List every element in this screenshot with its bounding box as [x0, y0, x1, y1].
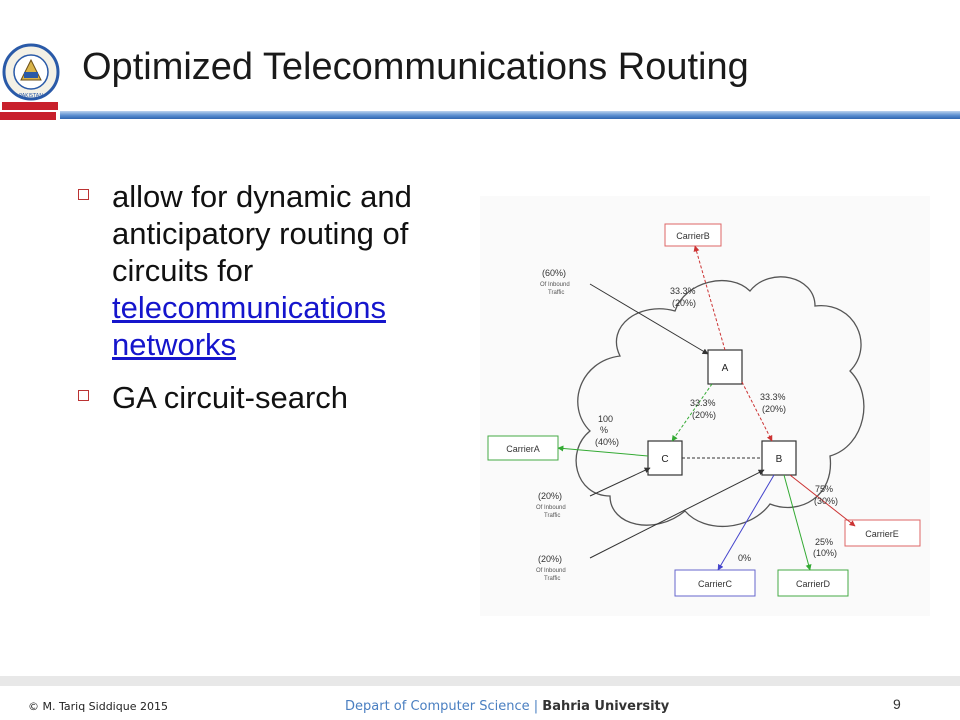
label-bd-pct: 25% [815, 537, 833, 547]
label-be-sub: (30%) [814, 496, 838, 506]
label-bc-pct: 0% [738, 553, 751, 563]
carrier-b-label: CarrierB [676, 231, 710, 241]
bullet-item: allow for dynamic and anticipatory routi… [78, 178, 480, 363]
footer-copyright: © M. Tariq Siddique 2015 [28, 700, 168, 713]
node-b-label: B [776, 454, 783, 465]
label-ac-pct: 33.3% [690, 398, 716, 408]
link-a-carrierb [693, 245, 726, 351]
inbound-2-line2: Traffic [544, 513, 560, 519]
node-a-box [707, 349, 743, 385]
inbound-3-line1: Of Inbound [536, 568, 566, 574]
footer-department: Depart of Computer Science [345, 699, 530, 714]
carrier-d-label: CarrierD [796, 579, 831, 589]
inbound-1-line1: Of Inbound [540, 282, 570, 288]
link-b-carrierc [717, 474, 775, 571]
network-cloud [575, 276, 865, 528]
bullet-square-icon [78, 189, 89, 200]
inbound-2-line1: Of Inbound [536, 505, 566, 511]
page-number: 9 [893, 696, 901, 712]
label-top-pct: 33.3% [670, 286, 696, 296]
label-ab-pct: 33.3% [760, 392, 786, 402]
footer-separator: | [529, 699, 543, 714]
label-be-pct: 75% [815, 484, 833, 494]
title-underline-accent [0, 112, 56, 120]
label-ac-sub: (20%) [692, 410, 716, 420]
bullet-item: GA circuit-search [78, 379, 480, 416]
inbound-arrow-b [589, 469, 765, 559]
node-a-label: A [722, 363, 729, 374]
label-top-sub: (20%) [672, 298, 696, 308]
carrier-c-box [674, 569, 756, 597]
slide-title: Optimized Telecommunications Routing [82, 46, 749, 88]
bullet-text: GA circuit-search [112, 380, 349, 415]
label-bd-sub: (10%) [813, 548, 837, 558]
inbound-1-pct: (60%) [542, 268, 566, 278]
bullet-square-icon [78, 390, 89, 401]
link-c-carriera [557, 445, 649, 457]
inbound-3-line2: Traffic [544, 576, 560, 582]
inbound-3-pct: (20%) [538, 554, 562, 564]
footer-divider [0, 676, 960, 686]
carrier-e-box [844, 519, 921, 547]
bullet-list: allow for dynamic and anticipatory routi… [78, 178, 480, 432]
title-underline [60, 111, 960, 119]
label-ca-mid: % [600, 425, 608, 435]
footer-affiliation: Depart of Computer Science | Bahria Univ… [345, 699, 669, 714]
link-b-carrierd [783, 474, 812, 571]
bullet-text: allow for dynamic and anticipatory routi… [112, 179, 412, 288]
carrier-c-label: CarrierC [698, 579, 733, 589]
carrier-d-box [777, 569, 849, 597]
telecommunications-link[interactable]: telecommunications networks [112, 290, 386, 362]
carrier-a-label: CarrierA [506, 444, 540, 454]
node-b-box [761, 440, 797, 476]
carrier-a-box [487, 435, 559, 461]
university-logo: PAKISTAN [2, 43, 60, 110]
label-ca-pct: 100 [598, 414, 613, 424]
inbound-arrow-c [589, 467, 651, 497]
footer-university: Bahria University [542, 699, 670, 714]
node-c-box [647, 440, 683, 476]
link-b-carriere [789, 474, 856, 527]
link-a-b [741, 381, 773, 442]
inbound-2-pct: (20%) [538, 491, 562, 501]
logo-bottom-text: PAKISTAN [19, 93, 43, 99]
label-ca-sub: (40%) [595, 437, 619, 447]
inbound-1-line2: Traffic [548, 290, 564, 296]
link-a-c [671, 383, 713, 442]
inbound-arrow-a [589, 283, 709, 355]
routing-diagram: A B C CarrierB CarrierA CarrierE Carrier… [480, 196, 930, 616]
node-c-label: C [661, 454, 668, 465]
label-ab-sub: (20%) [762, 404, 786, 414]
carrier-e-label: CarrierE [865, 529, 899, 539]
carrier-b-box [664, 223, 722, 247]
